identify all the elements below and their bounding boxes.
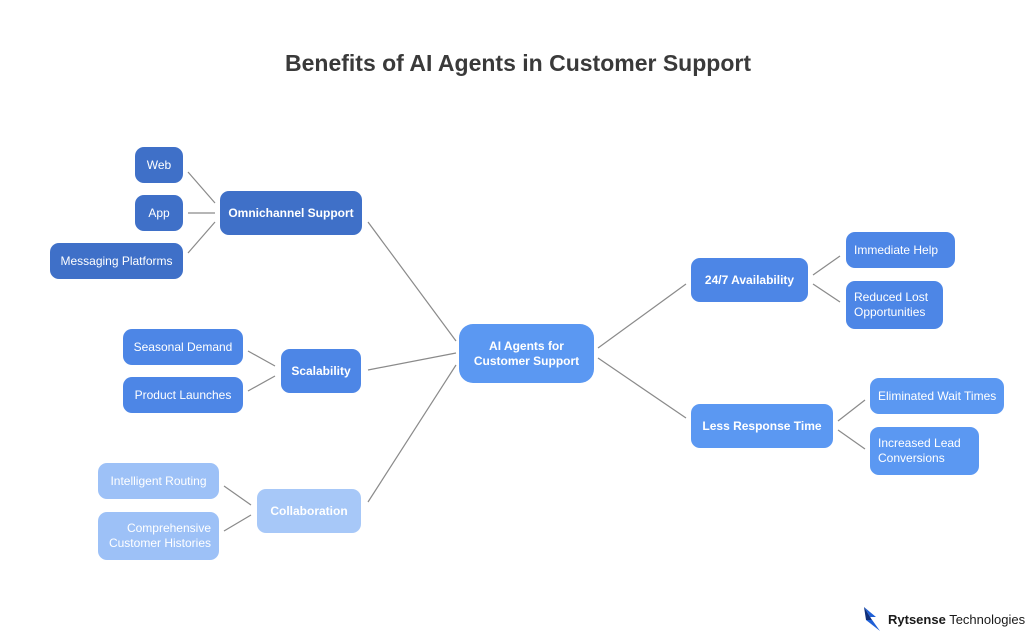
branch-scalability-label: Scalability [291,363,351,378]
diagram-title: Benefits of AI Agents in Customer Suppor… [285,50,751,76]
link-scal-launches [247,375,276,392]
branch-omnichannel-support: Omnichannel Support [220,191,362,235]
link-center-collaboration [367,364,457,503]
branch-omnichannel-label: Omnichannel Support [228,205,354,220]
leaf-lost-label: Reduced Lost Opportunities [854,290,929,319]
rytsense-logo-icon [864,607,880,631]
link-omni-web [187,171,216,204]
leaf-increased-lead-conversions: Increased Lead Conversions [870,427,979,475]
leaf-messaging-label: Messaging Platforms [60,253,173,268]
leaf-seasonal-label: Seasonal Demand [133,339,233,354]
link-scal-seasonal [247,350,276,367]
branch-availability: 24/7 Availability [691,258,808,302]
branch-collaboration-label: Collaboration [270,503,348,518]
link-avail-help [812,255,841,276]
link-collab-histories [223,514,252,532]
leaf-web-label: Web [146,157,172,172]
link-collab-routing [223,485,252,506]
brand-name-light: Technologies [945,611,1026,627]
link-resp-conv [837,429,866,450]
center-node: AI Agents for Customer Support [459,324,594,383]
branch-availability-label: 24/7 Availability [704,272,795,287]
leaf-histories-label: Comprehensive Customer Histories [108,521,211,550]
leaf-help-label: Immediate Help [854,242,939,257]
leaf-seasonal-demand: Seasonal Demand [123,329,243,365]
leaf-launches-label: Product Launches [134,387,232,402]
leaf-messaging-platforms: Messaging Platforms [50,243,183,279]
leaf-immediate-help: Immediate Help [846,232,955,268]
link-center-scalability [367,352,457,371]
leaf-conversions-label: Increased Lead Conversions [878,436,961,465]
leaf-web: Web [135,147,183,183]
leaf-intelligent-routing: Intelligent Routing [98,463,219,499]
link-center-omnichannel [367,221,457,342]
link-avail-lost [812,283,841,303]
leaf-customer-histories: Comprehensive Customer Histories [98,512,219,560]
leaf-eliminated-wait-times: Eliminated Wait Times [870,378,1004,414]
leaf-app-label: App [148,205,170,220]
branch-scalability: Scalability [281,349,361,393]
leaf-reduced-lost-opportunities: Reduced Lost Opportunities [846,281,943,329]
branch-response-time: Less Response Time [691,404,833,448]
link-omni-messaging [187,221,216,254]
center-node-label: AI Agents for Customer Support [473,338,580,368]
brand-logo: Rytsense Technologies [862,604,1025,634]
branch-response-label: Less Response Time [702,418,822,433]
leaf-product-launches: Product Launches [123,377,243,413]
brand-name: Rytsense Technologies [888,612,1025,627]
leaf-wait-label: Eliminated Wait Times [878,388,997,403]
link-center-availability [597,283,687,349]
link-resp-wait [837,399,866,422]
branch-collaboration: Collaboration [257,489,361,533]
link-center-response [597,357,687,419]
brand-name-bold: Rytsense [888,611,946,627]
leaf-app: App [135,195,183,231]
leaf-routing-label: Intelligent Routing [110,473,207,488]
